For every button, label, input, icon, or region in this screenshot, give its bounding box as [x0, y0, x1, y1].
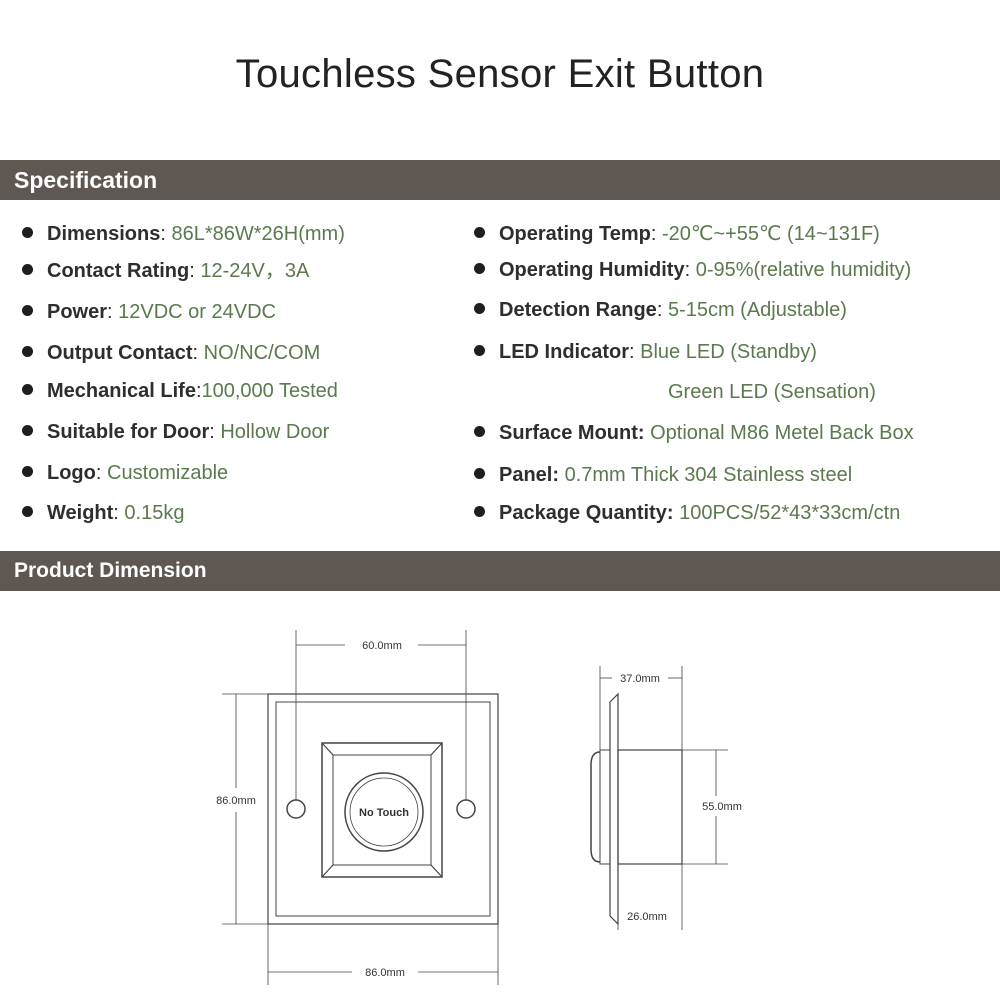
bullet-icon: [22, 466, 33, 478]
front-plate-inner: [275, 701, 491, 917]
front-left-dimension: 86.0mm: [216, 795, 256, 807]
back-box-profile: [617, 749, 683, 865]
spec-item: Package Quantity: 100PCS/52*43*33cm/ctn: [474, 499, 900, 527]
spec-item: Power: 12VDC or 24VDC: [22, 298, 276, 326]
front-bottom-dimension: 86.0mm: [365, 967, 405, 979]
button-housing-inner: [332, 754, 432, 866]
section-header-specification: Specification: [0, 160, 1000, 200]
spec-item: Output Contact: NO/NC/COM: [22, 339, 320, 367]
bullet-icon: [22, 384, 33, 396]
spec-item: Dimensions: 86L*86W*26H(mm): [22, 220, 345, 248]
button-label: No Touch: [359, 807, 409, 819]
bullet-icon: [474, 263, 485, 275]
spec-item: Mechanical Life:100,000 Tested: [22, 377, 338, 405]
bullet-icon: [474, 303, 485, 315]
spec-item: Suitable for Door: Hollow Door: [22, 418, 329, 446]
side-right-dimension: 55.0mm: [702, 801, 742, 813]
bullet-icon: [22, 227, 33, 239]
bullet-icon: [22, 346, 33, 358]
page-title: Touchless Sensor Exit Button: [235, 52, 765, 96]
bullet-icon: [22, 264, 33, 276]
front-top-dimension: 60.0mm: [362, 640, 402, 652]
spec-item: LED Indicator: Blue LED (Standby): [474, 338, 817, 366]
spec-item: Operating Humidity: 0-95%(relative humid…: [474, 256, 911, 284]
bevel-line: [430, 742, 443, 756]
spec-item: Surface Mount: Optional M86 Metel Back B…: [474, 419, 914, 447]
plate-profile: [609, 692, 619, 926]
bullet-icon: [22, 305, 33, 317]
side-view: [590, 666, 728, 930]
button-housing-outer: [321, 742, 443, 878]
bullet-icon: [474, 468, 485, 480]
spec-item: Detection Range: 5-15cm (Adjustable): [474, 296, 847, 324]
bullet-icon: [22, 425, 33, 437]
spec-item: Weight: 0.15kg: [22, 499, 184, 527]
bullet-icon: [474, 227, 485, 239]
sensor-lens-profile: [590, 751, 601, 863]
section-header-product-dimension: Product Dimension: [0, 551, 1000, 591]
spec-item: Logo: Customizable: [22, 459, 228, 487]
bevel-line: [430, 864, 443, 878]
dimension-diagram: 60.0mm 86.0mm 86.0mm No Touch 37.0mm 55.…: [216, 630, 742, 985]
spec-item: Operating Temp: -20℃~+55℃ (14~131F): [474, 220, 880, 248]
bevel-line: [321, 742, 334, 756]
sensor-ring-icon: [344, 772, 424, 852]
bevel-line: [321, 864, 334, 878]
screw-hole-icon: [456, 799, 476, 819]
front-view: [222, 630, 499, 985]
side-bottom-dimension: 26.0mm: [627, 911, 667, 923]
bullet-icon: [22, 506, 33, 518]
front-plate-outer: [267, 693, 499, 925]
bullet-icon: [474, 426, 485, 438]
bullet-icon: [474, 506, 485, 518]
spec-item-continuation: Green LED (Sensation): [668, 381, 876, 403]
side-top-dimension: 37.0mm: [620, 673, 660, 685]
screw-hole-icon: [286, 799, 306, 819]
sensor-inner-ring: [349, 777, 419, 847]
spec-item: Panel: 0.7mm Thick 304 Stainless steel: [474, 461, 852, 489]
spec-item: Contact Rating: 12-24V，3A: [22, 257, 309, 285]
bullet-icon: [474, 345, 485, 357]
button-profile: [599, 749, 611, 865]
